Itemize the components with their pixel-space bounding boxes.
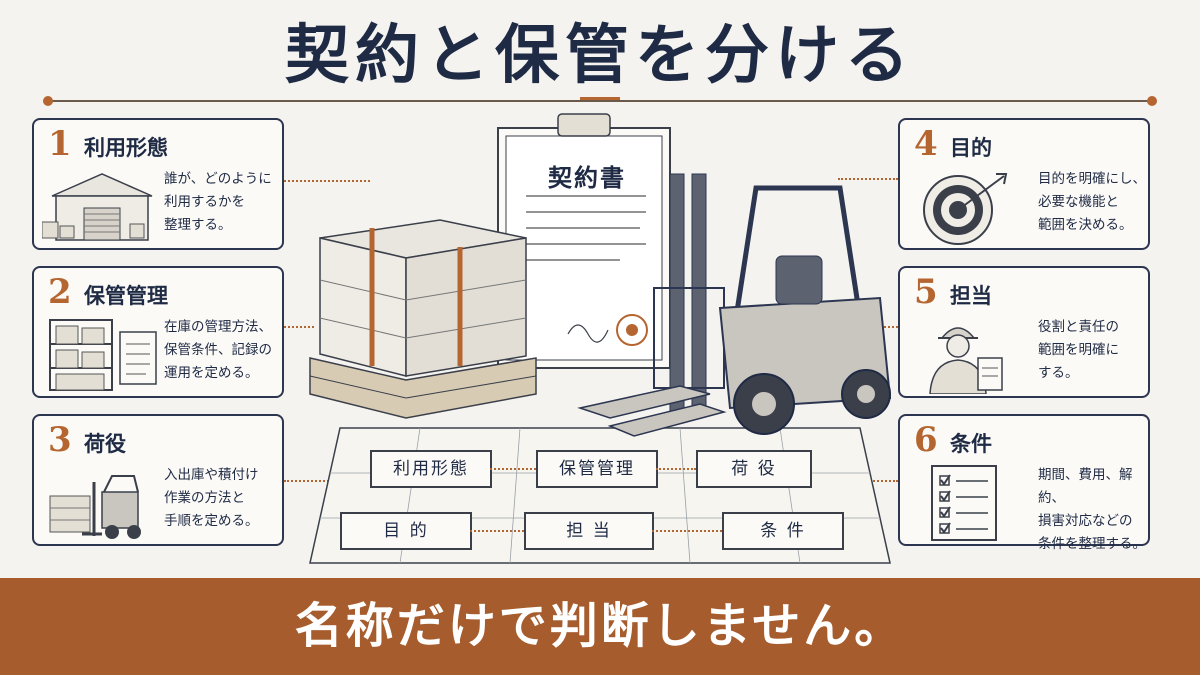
card-description: 期間、費用、解約、 損害対応などの 条件を整理する。 xyxy=(1038,467,1146,552)
card-person-in-charge: 5 担当 役割と責任の 範囲を明確に する。 xyxy=(898,266,1150,398)
forklift-icon xyxy=(49,475,141,539)
worker-icon xyxy=(929,327,1003,394)
map-connector xyxy=(652,530,722,532)
connector-line xyxy=(872,326,898,328)
map-box-storage-management: 保管管理 xyxy=(536,450,658,488)
storage-rack-icon xyxy=(49,319,157,391)
map-connector xyxy=(470,530,524,532)
card-number: 4 xyxy=(914,124,938,164)
map-box-cargo-handling: 荷 役 xyxy=(696,450,812,488)
map-box-usage-type: 利用形態 xyxy=(370,450,492,488)
card-storage-management: 2 保管管理 在庫の管理方法、 保管条件、記録の 運用を定める。 xyxy=(32,266,284,398)
map-connector xyxy=(490,468,536,470)
card-heading: 目的 xyxy=(950,136,992,160)
card-number: 5 xyxy=(914,272,938,312)
connector-line xyxy=(284,480,340,482)
card-conditions: 6 条件 期間、費用、解約、 損害対応などの 条件を整理する。 xyxy=(898,414,1150,552)
connector-line xyxy=(854,480,898,482)
checklist-icon xyxy=(931,465,997,541)
card-number: 6 xyxy=(914,420,938,460)
card-number: 3 xyxy=(48,420,72,460)
connector-line xyxy=(284,180,370,182)
card-cargo-handling: 3 荷役 入出庫や積付け 作業の方法と 手順を定める。 xyxy=(32,414,284,546)
card-description: 誰が、どのように 利用するかを 整理する。 xyxy=(164,171,272,233)
card-heading: 荷役 xyxy=(84,432,126,456)
card-heading: 利用形態 xyxy=(84,136,168,160)
map-box-purpose: 目 的 xyxy=(340,512,472,550)
divider-dot-left xyxy=(43,96,53,106)
map-connector xyxy=(656,468,696,470)
card-heading: 保管管理 xyxy=(84,284,168,308)
card-description: 役割と責任の 範囲を明確に する。 xyxy=(1038,319,1119,381)
bottom-banner: 名称だけで判断しません。 xyxy=(0,578,1200,675)
divider-accent xyxy=(580,97,620,100)
card-heading: 条件 xyxy=(950,432,992,456)
card-number: 1 xyxy=(48,124,72,164)
card-heading: 担当 xyxy=(950,284,992,308)
divider-dot-right xyxy=(1147,96,1157,106)
card-description: 入出庫や積付け 作業の方法と 手順を定める。 xyxy=(164,467,259,529)
title-divider xyxy=(48,100,1152,102)
card-number: 2 xyxy=(48,272,72,312)
map-box-conditions: 条 件 xyxy=(722,512,844,550)
connector-line xyxy=(838,178,898,180)
connector-line xyxy=(284,326,314,328)
contract-title: 契約書 xyxy=(548,163,626,192)
page-title: 契約と保管を分ける xyxy=(285,18,915,93)
target-icon xyxy=(923,173,1008,245)
card-purpose: 4 目的 目的を明確にし、 必要な機能と 範囲を決める。 xyxy=(898,118,1150,250)
map-box-person-in-charge: 担 当 xyxy=(524,512,654,550)
warehouse-icon xyxy=(42,173,153,241)
card-description: 在庫の管理方法、 保管条件、記録の 運用を定める。 xyxy=(164,319,272,381)
card-description: 目的を明確にし、 必要な機能と 範囲を決める。 xyxy=(1038,171,1146,233)
card-usage-type: 1 利用形態 誰が、どのように 利用するかを 整理する。 xyxy=(32,118,284,250)
banner-message: 名称だけで判断しません。 xyxy=(294,598,906,654)
